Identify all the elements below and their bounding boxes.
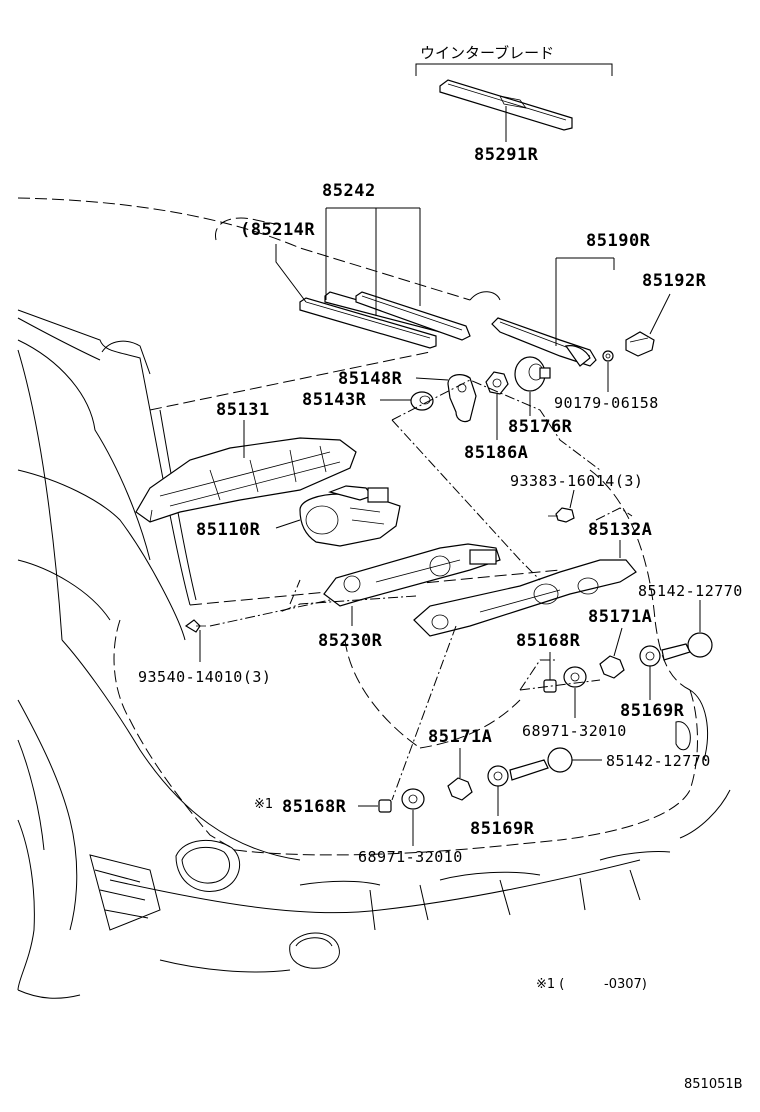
part-85143R-grommet xyxy=(410,391,434,411)
part-85230R-linkage xyxy=(323,543,501,607)
part-93383-bolt xyxy=(548,507,575,523)
label-85230R: 85230R xyxy=(318,631,383,651)
part-right-hardware xyxy=(543,632,713,693)
part-85132A-bracket xyxy=(413,559,637,637)
part-85186A-nut xyxy=(485,371,509,395)
label-85148R: 85148R xyxy=(338,369,403,389)
label-85143R: 85143R xyxy=(302,390,367,410)
label-85110R: 85110R xyxy=(196,520,261,540)
part-93540-bolt xyxy=(184,619,206,633)
footnote-mark: ※1 ( xyxy=(536,977,564,992)
label-85192R: 85192R xyxy=(642,271,707,291)
part-85192R-cap xyxy=(625,331,655,357)
vehicle-body-outline xyxy=(17,197,731,999)
label-85291R: 85291R xyxy=(474,145,539,165)
part-85190R-arm xyxy=(491,317,597,367)
part-labels: ウインターブレード 85291R 85242 (85214R 85190R 85… xyxy=(138,44,743,1092)
label-85132A: 85132A xyxy=(588,520,652,540)
part-85131-cover xyxy=(135,437,357,523)
label-85171A-lower: 85171A xyxy=(428,727,492,747)
label-85131: 85131 xyxy=(216,400,270,420)
label-85190R: 85190R xyxy=(586,231,651,251)
part-90179-nut xyxy=(602,350,614,362)
part-85176R-cap xyxy=(514,356,551,392)
label-90179-06158: 90179-06158 xyxy=(554,394,659,412)
leader-lines xyxy=(199,63,701,846)
label-85168R-upper: 85168R xyxy=(516,631,581,651)
label-85176R: 85176R xyxy=(508,417,573,437)
label-85142-12770-lower: 85142-12770 xyxy=(606,752,711,770)
label-85169R-upper: 85169R xyxy=(620,701,685,721)
label-85214R: (85214R xyxy=(240,220,315,240)
footnote-value: -0307) xyxy=(604,977,647,992)
label-85171A-upper: 85171A xyxy=(588,607,652,627)
label-85168R-lower: 85168R xyxy=(282,797,347,817)
part-85110R-motor xyxy=(299,485,401,547)
label-93383-16014: 93383-16014(3) xyxy=(510,472,643,490)
label-68971-32010-upper: 68971-32010 xyxy=(522,722,627,740)
label-93540-14010: 93540-14010(3) xyxy=(138,668,271,686)
label-85186A: 85186A xyxy=(464,443,528,463)
label-85142-12770-upper: 85142-12770 xyxy=(638,582,743,600)
mark-1: ※1 xyxy=(254,797,273,812)
part-85214R-blade xyxy=(299,291,471,349)
label-85169R-lower: 85169R xyxy=(470,819,535,839)
part-85291R-blade xyxy=(439,79,573,131)
label-85242: 85242 xyxy=(322,181,376,201)
header-label: ウインターブレード xyxy=(420,44,554,62)
figure-code: 851051B xyxy=(684,1077,743,1092)
label-68971-32010-lower: 68971-32010 xyxy=(358,848,463,866)
part-85148R-seal xyxy=(447,374,477,423)
